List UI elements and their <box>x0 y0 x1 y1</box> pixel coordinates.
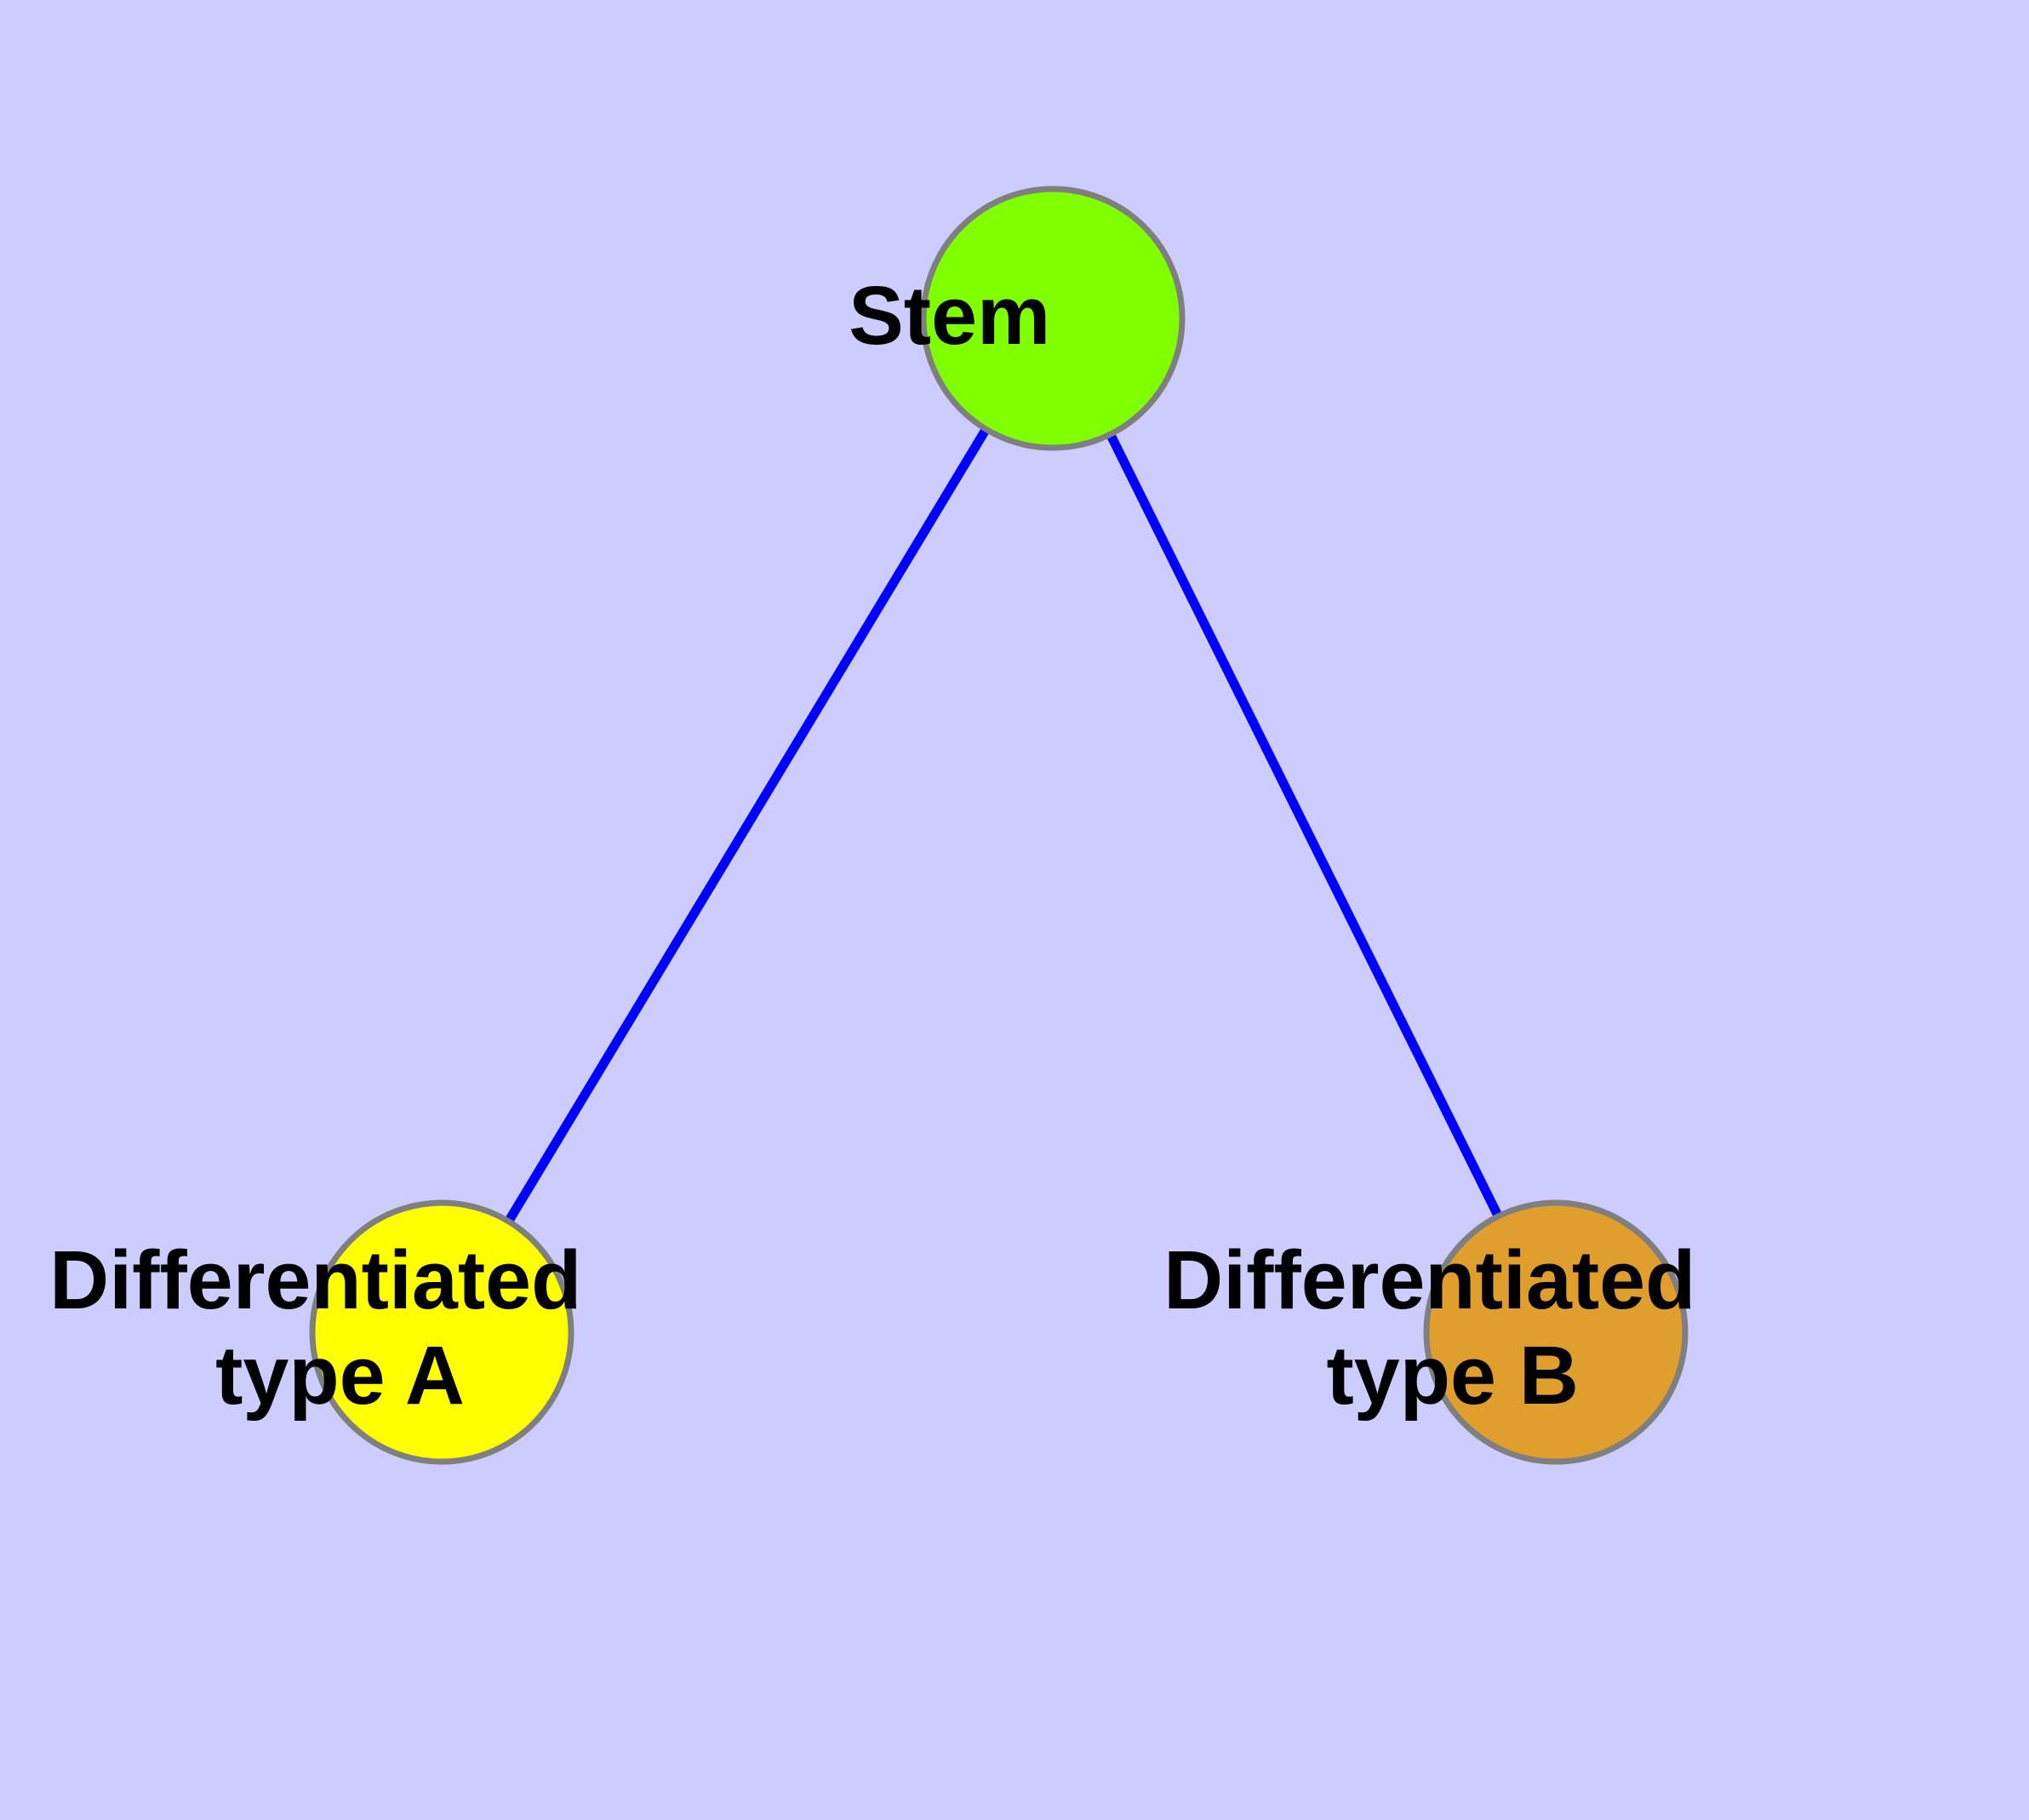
node-differentiated-type-b-label-line-1: Differentiated <box>1163 1233 1695 1326</box>
node-differentiated-type-b-label-line-2: type B <box>1326 1329 1578 1422</box>
edges-layer <box>437 316 1560 1335</box>
nodes-layer: Stem Differentiated type A Differentiate… <box>49 186 1948 1465</box>
node-differentiated-type-b[interactable]: Differentiated type B <box>1163 1199 1948 1465</box>
node-stem-label-line-1: Stem <box>849 269 1050 362</box>
edge-stem-to-differentiated-type-b[interactable] <box>1049 316 1560 1335</box>
node-differentiated-type-a[interactable]: Differentiated type A <box>49 1199 834 1465</box>
node-stem[interactable]: Stem <box>849 186 1257 451</box>
edge-stem-to-differentiated-type-a[interactable] <box>437 316 1057 1335</box>
node-differentiated-type-a-label-line-1: Differentiated <box>49 1233 581 1326</box>
node-stem-label: Stem <box>849 269 1257 362</box>
node-stem-circle[interactable] <box>920 186 1186 451</box>
node-differentiated-type-b-label: Differentiated type B <box>1163 1233 1948 1422</box>
node-differentiated-type-a-label: Differentiated type A <box>49 1233 834 1422</box>
node-differentiated-type-b-circle[interactable] <box>1423 1199 1689 1465</box>
node-differentiated-type-a-label-line-2: type A <box>215 1329 463 1422</box>
node-differentiated-type-a-circle[interactable] <box>309 1199 574 1465</box>
